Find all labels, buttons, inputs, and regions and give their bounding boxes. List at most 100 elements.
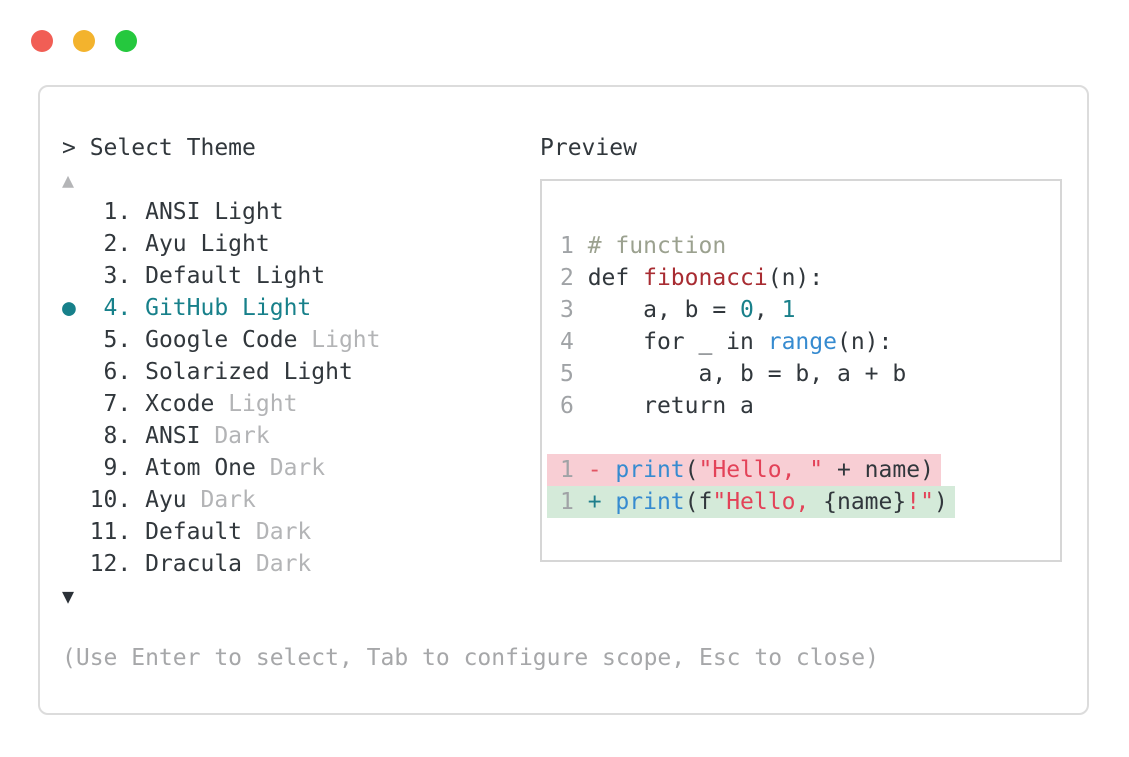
- item-name: Xcode: [145, 391, 215, 417]
- item-name: Atom One: [145, 455, 256, 481]
- code-token: (f: [684, 489, 713, 515]
- code-token: fibonacci: [643, 265, 768, 291]
- item-suffix: Dark: [200, 423, 270, 449]
- item-name: Default Light: [145, 263, 326, 289]
- bullet-spacer: [62, 487, 90, 513]
- theme-picker-panel: > Select Theme Preview ▲ 1. ANSI Light 2…: [38, 85, 1089, 715]
- scroll-up-icon[interactable]: ▲: [62, 168, 75, 192]
- item-suffix: Dark: [242, 551, 312, 577]
- code-token: a, b = b, a + b: [587, 361, 907, 387]
- theme-list-item[interactable]: 7. Xcode Light: [62, 388, 381, 420]
- code-token: (n):: [767, 265, 824, 291]
- item-suffix: Dark: [255, 455, 326, 481]
- line-number: 6: [560, 393, 588, 419]
- line-number: 3: [560, 297, 588, 323]
- bullet-spacer: [62, 263, 90, 289]
- item-name: Dracula: [145, 551, 243, 577]
- code-token: +: [587, 489, 616, 515]
- item-number: 8.: [89, 423, 146, 449]
- theme-list-item[interactable]: 3. Default Light: [62, 260, 381, 292]
- item-name: Google Code: [145, 327, 298, 353]
- theme-list-item[interactable]: 2. Ayu Light: [62, 228, 381, 260]
- theme-list-item[interactable]: 5. Google Code Light: [62, 324, 381, 356]
- bullet-spacer: [62, 231, 90, 257]
- item-number: 10.: [89, 487, 146, 513]
- code-line: 1 # function: [560, 230, 955, 262]
- prompt-title: > Select Theme: [62, 135, 256, 161]
- diff-removed-line: 1 - print("Hello, " + name): [547, 454, 941, 486]
- bullet-spacer: [62, 327, 90, 353]
- item-name: GitHub Light: [145, 295, 312, 321]
- item-name: ANSI: [145, 423, 201, 449]
- item-suffix: Light: [297, 327, 381, 353]
- theme-list: ▲ 1. ANSI Light 2. Ayu Light 3. Default …: [62, 164, 381, 612]
- code-token: range: [767, 329, 837, 355]
- code-token: ,: [753, 297, 782, 323]
- code-token: def: [587, 265, 644, 291]
- code-token: print: [615, 489, 685, 515]
- theme-list-item[interactable]: 11. Default Dark: [62, 516, 381, 548]
- bullet-spacer: [62, 199, 90, 225]
- code-token: # function: [587, 233, 727, 259]
- theme-items: 1. ANSI Light 2. Ayu Light 3. Default Li…: [62, 196, 381, 580]
- code-token: ): [933, 489, 948, 515]
- theme-list-item[interactable]: 9. Atom One Dark: [62, 452, 381, 484]
- scroll-down-icon[interactable]: ▼: [62, 584, 75, 608]
- bullet-spacer: [62, 359, 90, 385]
- footer-hint: (Use Enter to select, Tab to configure s…: [62, 645, 879, 671]
- item-name: Ayu: [145, 487, 187, 513]
- code-line: 3 a, b = 0, 1: [560, 294, 955, 326]
- code-token: (: [684, 457, 699, 483]
- line-number: 5: [560, 361, 588, 387]
- code-token: !": [906, 489, 934, 515]
- item-number: 9.: [89, 455, 146, 481]
- item-number: 11.: [89, 519, 146, 545]
- theme-list-item[interactable]: 12. Dracula Dark: [62, 548, 381, 580]
- item-name: Solarized Light: [145, 359, 353, 385]
- line-number: 1: [560, 457, 588, 483]
- bullet-spacer: [62, 391, 90, 417]
- line-number: 4: [560, 329, 588, 355]
- code-token: + name): [823, 457, 934, 483]
- code-line: 1 - print("Hello, " + name): [547, 454, 955, 486]
- theme-list-item[interactable]: 8. ANSI Dark: [62, 420, 381, 452]
- code-line: [560, 422, 955, 454]
- item-number: 3.: [89, 263, 146, 289]
- code-token: 0: [740, 297, 754, 323]
- item-number: 6.: [89, 359, 146, 385]
- window-controls: [31, 30, 137, 52]
- theme-list-item[interactable]: 10. Ayu Dark: [62, 484, 381, 516]
- item-number: 5.: [89, 327, 146, 353]
- line-number: 1: [560, 489, 588, 515]
- line-number: 2: [560, 265, 588, 291]
- bullet-spacer: [62, 519, 90, 545]
- code-token: a, b =: [587, 297, 741, 323]
- item-number: 1.: [89, 199, 146, 225]
- preview-title: Preview: [540, 135, 637, 161]
- item-number: 2.: [89, 231, 146, 257]
- item-suffix: Dark: [186, 487, 256, 513]
- maximize-window-button[interactable]: [115, 30, 137, 52]
- code-token: return a: [587, 393, 754, 419]
- theme-list-item[interactable]: 1. ANSI Light: [62, 196, 381, 228]
- code-token: print: [615, 457, 685, 483]
- code-token: 1: [781, 297, 796, 323]
- theme-list-item[interactable]: ● 4. GitHub Light: [62, 292, 381, 324]
- bullet-spacer: [62, 423, 90, 449]
- minimize-window-button[interactable]: [73, 30, 95, 52]
- item-name: Default: [145, 519, 243, 545]
- code-token: "Hello, ": [698, 457, 824, 483]
- theme-list-item[interactable]: 6. Solarized Light: [62, 356, 381, 388]
- close-window-button[interactable]: [31, 30, 53, 52]
- item-suffix: Dark: [242, 519, 312, 545]
- code-token: (n):: [836, 329, 893, 355]
- bullet-spacer: [62, 455, 90, 481]
- diff-added-line: 1 + print(f"Hello, {name}!"): [547, 486, 955, 518]
- item-name: Ayu Light: [145, 231, 270, 257]
- item-number: 12.: [89, 551, 146, 577]
- line-number: 1: [560, 233, 588, 259]
- code-line: 6 return a: [560, 390, 955, 422]
